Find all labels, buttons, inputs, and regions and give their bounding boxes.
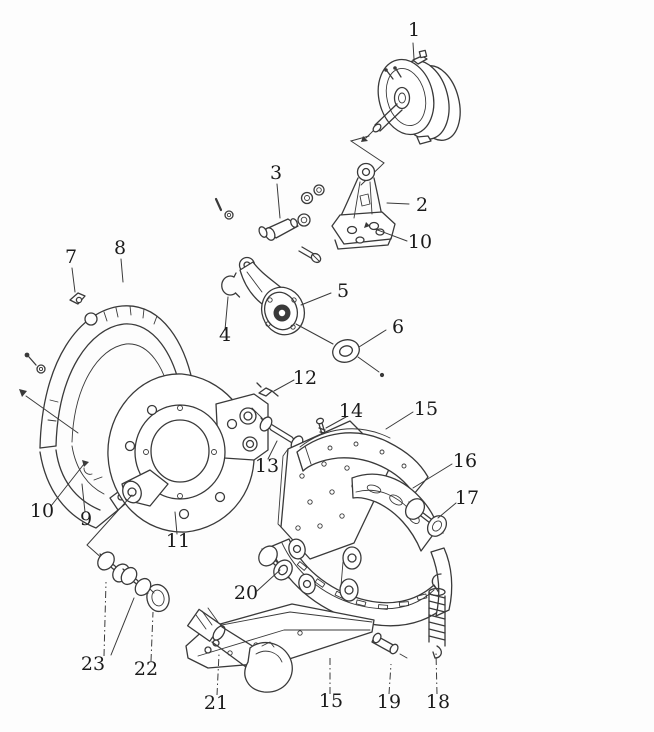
callout-brake-lining-lower: 15	[319, 690, 343, 712]
callout-cover-bolt: 10	[30, 500, 54, 522]
callout-snap-ring: 4	[219, 324, 231, 346]
callout-dust-cover-upper: 8	[114, 237, 126, 259]
callout-brake-shoe: 16	[453, 450, 477, 472]
callout-camshaft-bracket: 2	[416, 194, 428, 216]
callout-backing-plate: 11	[166, 530, 190, 552]
callout-bracket-bolt: 10	[408, 231, 432, 253]
camshaft-seal-drawing	[146, 583, 170, 613]
screw-drawing	[315, 417, 326, 435]
callout-screw: 14	[339, 400, 363, 422]
callout-roller-pin: 19	[377, 691, 401, 713]
callout-cam-roller: 17	[455, 487, 479, 509]
callout-brake-chamber: 1	[408, 19, 420, 41]
callout-brake-lining-upper: 15	[414, 398, 438, 420]
brake-shoe-lower-drawing	[269, 538, 453, 627]
cover-bolt-lower-drawing	[19, 389, 79, 434]
washer-drawing	[295, 323, 385, 378]
callout-return-spring: 18	[426, 691, 450, 713]
callout-camshaft-seal: 22	[134, 658, 158, 680]
cover-clip-drawing	[69, 292, 86, 305]
roller-pin-drawing	[371, 632, 408, 659]
snap-ring-drawing	[221, 272, 241, 298]
brake-camshaft-drawing	[186, 607, 293, 693]
shoe-roller-drawing	[258, 545, 293, 581]
slack-adjuster-drawing	[238, 256, 306, 336]
callout-clevis-pin: 3	[270, 162, 282, 184]
camshaft-bracket-drawing	[331, 162, 396, 250]
callout-dust-cover-lower: 9	[80, 508, 92, 530]
callout-slack-adjuster-lever: 5	[337, 280, 349, 302]
anchor-pin-drawing	[251, 407, 304, 451]
brake-lining-upper-drawing	[296, 428, 429, 495]
brake-chamber-drawing	[361, 49, 461, 145]
camshaft-bushings-drawing	[97, 551, 152, 597]
callout-washer: 6	[392, 316, 404, 338]
callout-camshaft-bushings: 23	[81, 653, 105, 675]
leader-lines	[50, 42, 457, 696]
callout-brake-camshaft: 21	[204, 692, 228, 714]
return-spring-drawing	[428, 573, 446, 659]
cam-roller-drawing	[404, 498, 448, 537]
bracket-fasteners-drawing	[214, 184, 325, 264]
callout-anchor-pin: 13	[255, 455, 279, 477]
cover-bolt-upper-drawing	[24, 352, 46, 374]
clevis-pin-drawing	[258, 218, 299, 241]
callout-cover-clip: 7	[65, 246, 77, 268]
brake-lining-lower-drawing	[185, 603, 375, 669]
grease-fitting-drawing	[256, 382, 279, 397]
callout-shoe-roller: 20	[234, 582, 258, 604]
callout-grease-fitting: 12	[293, 367, 317, 389]
